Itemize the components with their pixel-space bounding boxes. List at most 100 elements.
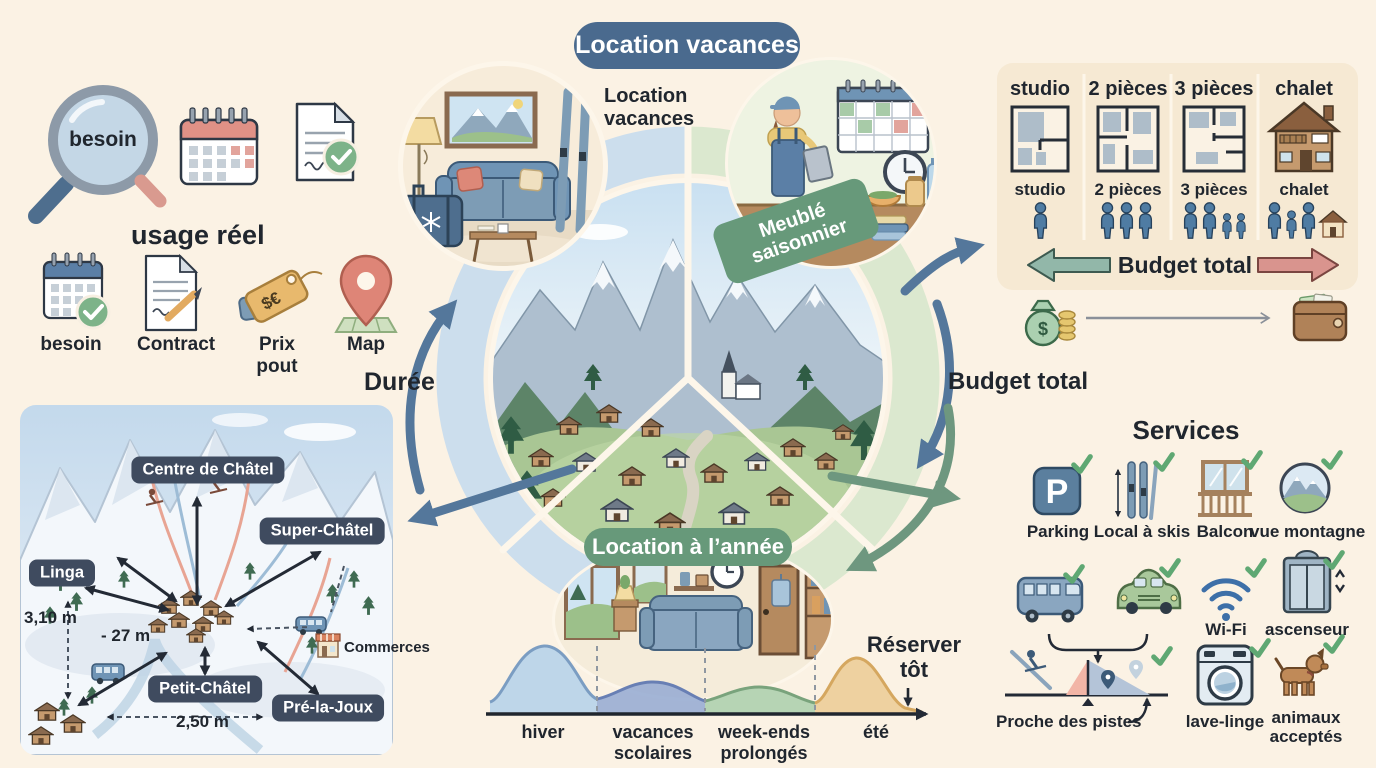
coins-icon xyxy=(1058,310,1076,341)
wifi-icon xyxy=(1201,578,1251,621)
document-check-icon xyxy=(295,101,360,182)
seasonality-chart xyxy=(486,644,929,721)
chart-label-vacances: vacances scolaires xyxy=(612,722,694,763)
towels-icon xyxy=(869,215,909,241)
check-icon xyxy=(1244,453,1261,468)
service-ski-storage-label: Local à skis xyxy=(1093,522,1191,541)
criterion-contract-label: Contract xyxy=(137,334,216,355)
parking-glyph: P xyxy=(1046,473,1069,511)
dog-icon xyxy=(1274,648,1329,696)
bus-car-bracket xyxy=(1047,633,1149,652)
arrow-to-map xyxy=(407,464,577,527)
service-near-slopes-label: Proche des pistes xyxy=(996,712,1142,731)
col-header-chalet: chalet xyxy=(1275,78,1333,100)
check-icon xyxy=(1326,553,1343,568)
criterion-besoin-label: besoin xyxy=(40,334,102,355)
money-bag-glyph: $ xyxy=(1038,319,1048,339)
car-icon xyxy=(1116,568,1182,614)
arrow-duration-up xyxy=(405,299,458,495)
service-pets-label: animaux acceptés xyxy=(1269,708,1343,747)
map-label-centre-de-chatel: Centre de Châtel xyxy=(131,456,285,484)
church-icon xyxy=(721,350,762,400)
check-icon xyxy=(1154,649,1171,664)
check-icon xyxy=(1156,455,1173,470)
map-label-pre-la-joux: Pré-la-Joux xyxy=(272,694,384,722)
service-mountain-view-label: vue montagne xyxy=(1250,522,1366,541)
budget-axis-label: Budget total xyxy=(948,368,1088,395)
col-header-2p: 2 pièces xyxy=(1088,78,1168,100)
map-label-super-chatel: Super-Châtel xyxy=(259,517,385,545)
map-measure-1: 3,10 m xyxy=(24,608,77,627)
check-icon xyxy=(1162,561,1179,576)
usage-heading: usage réel xyxy=(131,220,265,250)
map-label-linga: Linga xyxy=(29,559,95,587)
service-wifi-label: Wi-Fi xyxy=(1205,620,1247,639)
col-label-studio: studio xyxy=(1014,180,1066,199)
map-poi-commerces: Commerces xyxy=(344,639,430,656)
table-budget-label: Budget total xyxy=(1117,252,1253,278)
map-label-petit-chatel: Petit-Châtel xyxy=(148,675,262,703)
parking-icon: P xyxy=(1032,466,1082,516)
criterion-map-label: Map xyxy=(347,334,385,355)
chart-label-ete: été xyxy=(862,722,889,742)
person-checking-calendar xyxy=(767,96,834,197)
ski-storage-icon xyxy=(1114,461,1158,520)
service-elevator-label: ascenseur xyxy=(1264,620,1350,639)
wheel-dividers xyxy=(499,110,877,554)
map-pin-icon xyxy=(334,254,398,333)
col-label-chalet: chalet xyxy=(1279,180,1329,199)
money-bag-icon: $ xyxy=(1024,299,1062,347)
calendar-large-icon xyxy=(836,79,930,154)
arrow-to-services xyxy=(827,471,961,508)
floorplan-3-rooms xyxy=(1182,105,1246,173)
booking-annotation: Réserver tôt xyxy=(866,632,962,683)
contract-icon xyxy=(144,253,202,332)
service-parking-label: Parking xyxy=(1026,522,1090,541)
col-header-studio: studio xyxy=(1010,78,1070,100)
arrow-to-booking xyxy=(845,403,956,572)
arrow-budget-down xyxy=(916,299,954,470)
chart-label-weekends: week-ends prolongés xyxy=(717,722,811,763)
map-measure-2: - 27 m xyxy=(101,626,151,645)
elevator-icon xyxy=(1282,550,1345,614)
segment-vacation-label: Location vacances xyxy=(604,85,695,130)
col-header-3p: 3 pièces xyxy=(1174,78,1254,100)
budget-arrow-left xyxy=(1027,248,1111,282)
bus-icon xyxy=(1016,576,1084,623)
service-washer-label: lave-linge xyxy=(1185,712,1265,731)
housing-table-panel xyxy=(997,63,1358,290)
check-icon xyxy=(1074,457,1091,472)
check-icon xyxy=(1324,453,1341,468)
balcony-icon xyxy=(1198,460,1252,517)
col-label-2p: 2 pièces xyxy=(1094,180,1162,199)
chart-label-hiver: hiver xyxy=(521,722,565,742)
chalet-icon xyxy=(1266,101,1342,173)
magnifier-label: besoin xyxy=(69,128,137,151)
mountain-view-icon xyxy=(1279,462,1331,514)
wallet-icon xyxy=(1292,293,1348,342)
segment-yearly-banner: Location à l’année xyxy=(584,528,792,566)
near-slopes-icon xyxy=(1005,650,1168,724)
calendar-check-icon xyxy=(42,252,111,330)
floorplan-studio xyxy=(1010,105,1070,173)
floorplan-2-rooms xyxy=(1096,105,1160,173)
yearly-interior xyxy=(555,542,831,698)
criterion-price-label: Prix pout xyxy=(256,334,298,377)
shop-icon xyxy=(315,633,341,658)
washer-icon xyxy=(1196,644,1254,706)
duration-axis-label: Durée xyxy=(364,368,435,396)
col-label-3p: 3 pièces xyxy=(1180,180,1248,199)
arrow-to-table xyxy=(900,237,985,296)
map-measure-3: 2,50 m xyxy=(176,712,229,731)
service-balcony-label: Balcon xyxy=(1196,522,1254,541)
main-title-banner: Location vacances xyxy=(574,22,800,69)
check-icon xyxy=(1248,561,1265,576)
price-tag-icon: $€ xyxy=(238,269,323,323)
calendar-icon xyxy=(179,107,259,186)
check-icon xyxy=(1252,641,1269,656)
budget-arrow-right xyxy=(1257,248,1339,282)
map-skier-icon xyxy=(145,488,164,506)
magnifier-icon xyxy=(28,85,167,224)
services-heading: Services xyxy=(1132,415,1240,445)
